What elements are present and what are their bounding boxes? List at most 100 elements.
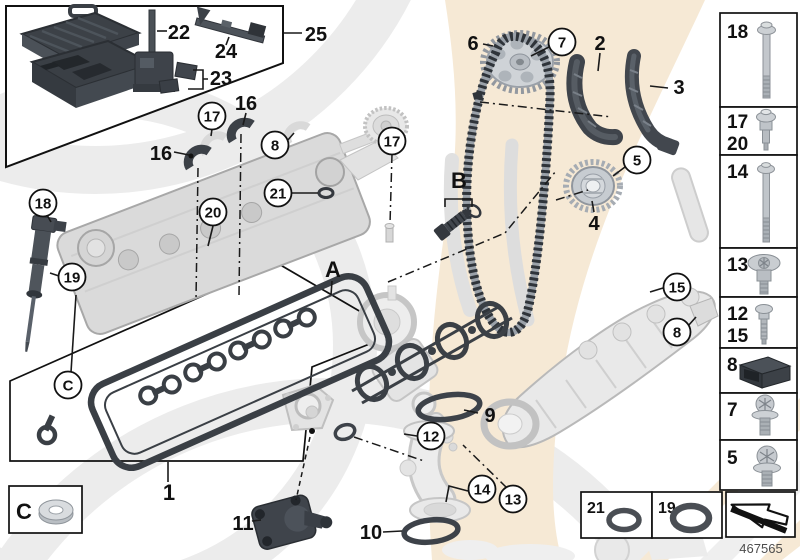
callout-4[interactable]: 4 (588, 213, 600, 235)
callout-16-top[interactable]: 16 (235, 93, 257, 115)
screw-with-washer-icon (751, 394, 779, 436)
timing-chain-part (462, 31, 555, 337)
valve-cover-gasket-part (36, 273, 393, 471)
legend-row-8-label[interactable]: 8 (727, 355, 738, 376)
callout-5[interactable]: 5 (622, 145, 652, 175)
callout-A[interactable]: A (325, 257, 341, 282)
legend-row-13[interactable]: 13 (719, 247, 798, 298)
stud-ghost-17 (384, 223, 395, 243)
leader-lines (46, 30, 697, 533)
svg-text:8: 8 (673, 325, 681, 342)
small-flange-bolt-icon (755, 304, 773, 345)
o-ring-large-icon (669, 502, 713, 534)
diagram-part-number: 467565 (739, 541, 782, 556)
svg-text:8: 8 (271, 138, 279, 155)
legend-row-7-label[interactable]: 7 (727, 400, 738, 421)
intake-oring-part (415, 391, 483, 423)
callout-22[interactable]: 22 (168, 22, 190, 44)
watermark-band (428, 0, 705, 560)
callout-15[interactable]: 15 (662, 272, 692, 302)
callout-B[interactable]: B (451, 168, 467, 193)
legend-row-17-label[interactable]: 17 (727, 112, 748, 133)
callout-18[interactable]: 18 (28, 188, 58, 218)
injector-part (25, 215, 67, 352)
long-bolt-icon (757, 162, 775, 243)
legend-row-18-label[interactable]: 18 (727, 22, 748, 43)
large-screw-with-washer-icon (753, 445, 781, 487)
bearing-cap-top-part (226, 117, 255, 144)
cover-neck-ghost (315, 157, 345, 187)
guide-rail-front-part (566, 54, 623, 146)
legend-row-20-label[interactable]: 20 (727, 134, 748, 155)
callout-19[interactable]: 19 (57, 262, 87, 292)
callout-23[interactable]: 23 (210, 68, 232, 90)
tube-seal-2 (183, 351, 227, 383)
legend-row-7[interactable]: 7 (719, 392, 798, 441)
callout-17-left[interactable]: 17 (197, 101, 227, 131)
seal-example-box-letter[interactable]: C (16, 499, 32, 524)
legend-row-12-label[interactable]: 12 (727, 304, 748, 325)
elbow-oring-part (401, 516, 461, 546)
callout-8-cover[interactable]: 8 (260, 130, 290, 160)
legend-row-12-15[interactable]: 12 15 (719, 296, 798, 349)
callout-11[interactable]: 11 (232, 513, 253, 535)
svg-text:17: 17 (384, 134, 401, 151)
callout-9[interactable]: 9 (484, 405, 495, 427)
callout-10[interactable]: 10 (360, 522, 382, 544)
legend-row-14[interactable]: 14 (719, 154, 798, 249)
svg-text:5: 5 (633, 153, 641, 170)
seal-box-21-label[interactable]: 21 (587, 500, 605, 517)
special-tool-rod-part (133, 9, 175, 92)
tensioner-bolt-part (433, 208, 471, 241)
keyhole-gasket-piece (36, 414, 58, 446)
callout-12[interactable]: 12 (416, 421, 446, 451)
manifold-bracket-ghost (689, 297, 719, 327)
installation-direction-arrow-icon (730, 503, 789, 534)
legend-row-13-label[interactable]: 13 (727, 255, 748, 276)
legend-row-17-20[interactable]: 17 20 (719, 106, 798, 156)
intake-manifold-ghost (480, 287, 719, 450)
seal-box-21[interactable]: 21 (580, 491, 653, 539)
callout-2[interactable]: 2 (594, 33, 605, 55)
callout-20[interactable]: 20 (198, 197, 228, 227)
camshaft-sprocket-part (480, 30, 560, 94)
callout-14[interactable]: 14 (467, 474, 497, 504)
legend-row-15-label[interactable]: 15 (727, 326, 749, 347)
o-ring-small-icon (606, 507, 642, 533)
legend-row-8[interactable]: 8 (719, 347, 798, 394)
svg-text:13: 13 (505, 492, 522, 509)
washer-icon (38, 499, 74, 525)
callout-8-manifold[interactable]: 8 (662, 317, 692, 347)
tube-seal-1 (138, 374, 182, 406)
special-tool-bracket-part (194, 6, 267, 44)
guide-rail-rear-part (624, 49, 680, 156)
callout-17-right[interactable]: 17 (377, 126, 407, 156)
crank-sprocket-part (563, 159, 623, 213)
tool-kit-section (5, 4, 284, 169)
callout-21[interactable]: 21 (263, 178, 293, 208)
callout-6[interactable]: 6 (467, 33, 478, 55)
callout-16-left[interactable]: 16 (150, 143, 172, 165)
callout-24[interactable]: 24 (215, 41, 238, 63)
seal-box-19[interactable]: 19 (651, 491, 723, 539)
chain-master-link (472, 90, 483, 100)
callout-1[interactable]: 1 (163, 480, 175, 505)
washer-head-screw-icon (747, 254, 781, 295)
tensioner-oring-part (466, 203, 482, 219)
callout-13[interactable]: 13 (498, 484, 528, 514)
callout-25[interactable]: 25 (305, 24, 327, 46)
direction-arrow-box (725, 491, 796, 538)
intake-profile-gasket-part (351, 300, 513, 405)
legend-row-18[interactable]: 18 (719, 12, 798, 108)
legend-row-5[interactable]: 5 (719, 439, 798, 491)
callout-3[interactable]: 3 (673, 77, 684, 99)
svg-text:15: 15 (669, 280, 686, 297)
callout-C[interactable]: C (53, 370, 83, 400)
callout-7[interactable]: 7 (547, 27, 577, 57)
legend-row-14-label[interactable]: 14 (727, 162, 749, 183)
rubber-grommet-icon (738, 356, 792, 389)
legend-row-5-label[interactable]: 5 (727, 448, 738, 469)
svg-text:14: 14 (474, 482, 491, 499)
